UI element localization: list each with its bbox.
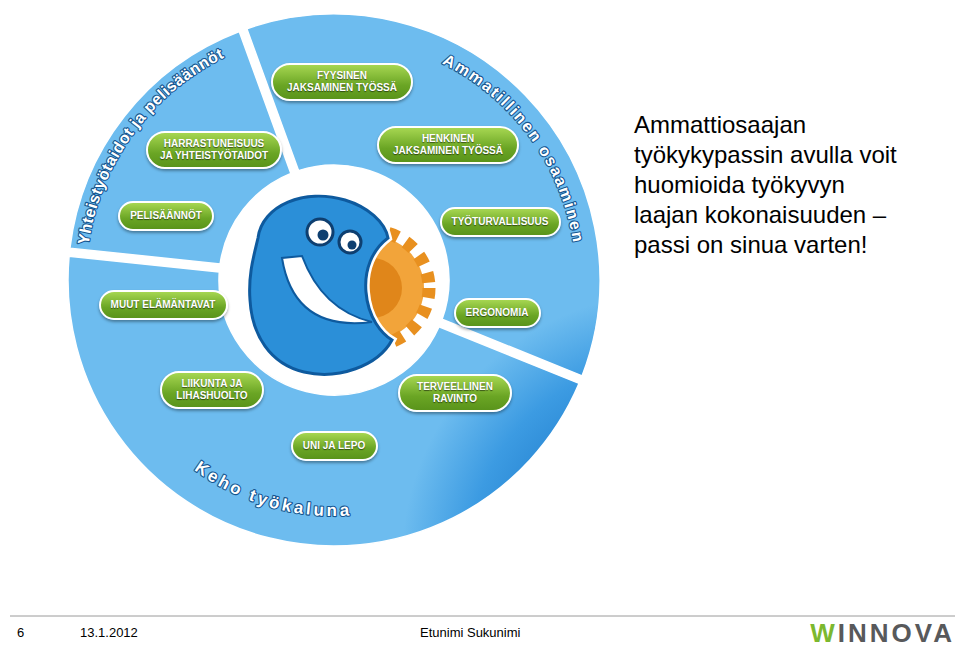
topic-pill: TYÖTURVALLISUUS [440, 207, 561, 237]
date: 13.1.2012 [80, 625, 138, 641]
creature-eye [307, 219, 333, 245]
topic-pill: PELISÄÄNNÖT [118, 201, 214, 231]
creature-pupil [348, 241, 357, 250]
topic-text: LIIKUNTA JA LIHASHUOLTO [172, 378, 252, 402]
slide-text: Ammattiosaajan työkykypassin avulla voit… [634, 110, 913, 260]
topic-text: HARRASTUNEISUUS JA YHTEISTYÖTAIDOT [158, 138, 270, 162]
logo-text: WINNOVA [810, 618, 955, 648]
topic-pill: UNI JA LEPO [291, 431, 378, 461]
topic-text: UNI JA LEPO [303, 440, 365, 452]
ring-segment [70, 31, 291, 263]
topic-text: TERVEELLINEN RAVINTO [410, 381, 500, 405]
topic-pill: HARRASTUNEISUUS JA YHTEISTYÖTAIDOT [146, 131, 282, 169]
center-logo [250, 196, 429, 374]
topic-text: PELISÄÄNNÖT [130, 210, 202, 222]
topic-text: FYYSINEN JAKSAMINEN TYÖSSÄ [283, 70, 401, 94]
topic-pill: FYYSINEN JAKSAMINEN TYÖSSÄ [271, 63, 413, 101]
ring-segment [247, 14, 600, 376]
segment-title: Keho työkaluna [191, 458, 352, 520]
topic-pill: ERGONOMIA [454, 298, 541, 328]
ring-segment [68, 256, 579, 546]
footer-rule [10, 616, 955, 617]
topic-text: MUUT ELÄMÄNTAVAT [111, 299, 216, 311]
topic-pill: LIIKUNTA JA LIHASHUOLTO [160, 371, 264, 409]
creature-eye [339, 231, 361, 253]
creature-grin [282, 256, 372, 323]
topic-pill: MUUT ELÄMÄNTAVAT [99, 290, 228, 320]
author: Etunimi Sukunimi [420, 625, 520, 641]
topic-text: HENKINEN JAKSAMINEN TYÖSSÄ [389, 133, 507, 157]
topic-text: ERGONOMIA [466, 307, 529, 319]
creature-body [250, 196, 392, 374]
creature-halo [250, 196, 392, 374]
topic-pill: HENKINEN JAKSAMINEN TYÖSSÄ [377, 126, 519, 164]
topic-pill: TERVEELLINEN RAVINTO [398, 374, 512, 412]
topic-text: TYÖTURVALLISUUS [452, 216, 549, 228]
text-guide [98, 235, 554, 516]
creature-pupil [318, 230, 329, 241]
page-number: 6 [17, 625, 24, 641]
